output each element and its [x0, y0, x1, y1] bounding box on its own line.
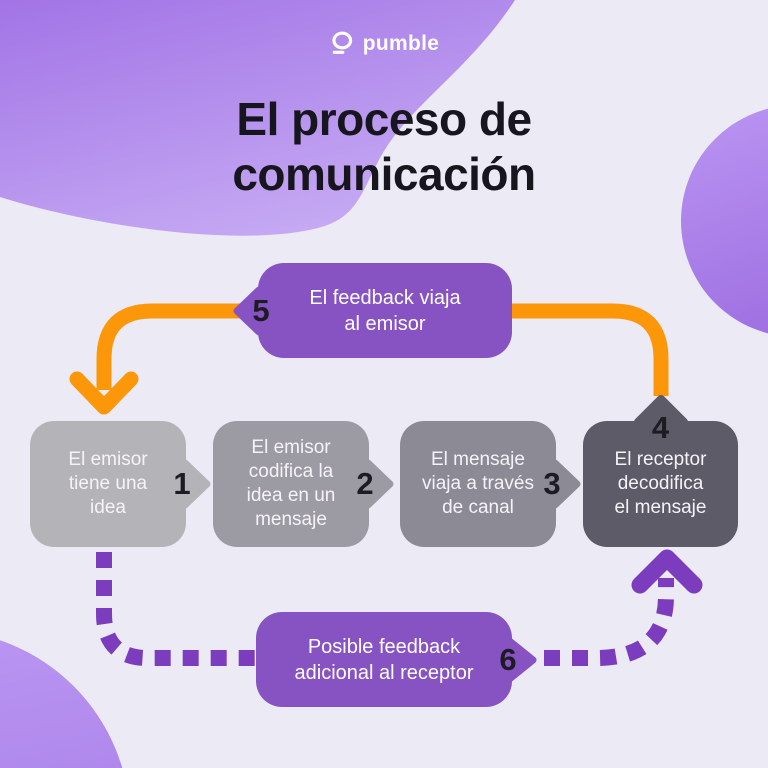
orange-line-right — [509, 303, 669, 396]
step-1-box: 1 El emisor tiene una idea — [30, 421, 211, 547]
step-2-tail-right-icon — [366, 459, 394, 509]
pumble-bubble-icon — [332, 31, 353, 54]
step-3-tail-right-icon — [553, 459, 581, 509]
step-3-number: 3 — [543, 466, 561, 501]
dotted-line-left — [96, 552, 260, 666]
step-1-label: El emisor tiene una idea — [68, 448, 148, 519]
step-4-label: El receptor decodifica el mensaje — [614, 448, 707, 519]
step-1-tail-right-icon — [183, 459, 211, 509]
step-2-label: El emisor codifica la idea en un mensaje — [246, 436, 336, 531]
orange-arrowhead-down-icon — [69, 371, 139, 415]
pumble-logo: pumble — [329, 31, 439, 57]
step-3-label: El mensaje viaja a través de canal — [422, 448, 534, 519]
step-5-label: El feedback viaja al emisor — [309, 286, 461, 335]
pumble-logo-text: pumble — [362, 32, 440, 55]
step-4-tail-top-icon — [633, 395, 688, 424]
step-4-number: 4 — [651, 410, 670, 445]
purple-arrowhead-up-icon — [631, 549, 703, 594]
step-2-number: 2 — [356, 466, 374, 501]
step-1-number: 1 — [173, 466, 191, 501]
step-6-box: 6 Posible feedback adicional al receptor — [256, 612, 537, 707]
dotted-line-right — [544, 578, 674, 666]
page-title: El proceso de comunicación — [232, 93, 536, 201]
step-4-box: 4 El receptor decodifica el mensaje — [583, 395, 738, 547]
step-6-number: 6 — [499, 641, 517, 677]
orange-line-left — [96, 303, 243, 390]
step-2-box: 2 El emisor codifica la idea en un mensa… — [213, 421, 394, 547]
step-5-box: 5 El feedback viaja al emisor — [233, 263, 512, 358]
step-5-tail-left-icon — [233, 286, 261, 335]
blob-top-left — [0, 0, 515, 236]
step-6-tail-right-icon — [505, 635, 537, 684]
step-3-box: 3 El mensaje viaja a través de canal — [400, 421, 581, 547]
blob-bottom-left — [0, 640, 123, 768]
step-5-number: 5 — [252, 292, 270, 328]
blob-top-right — [681, 108, 768, 334]
step-6-label: Posible feedback adicional al receptor — [294, 635, 474, 684]
